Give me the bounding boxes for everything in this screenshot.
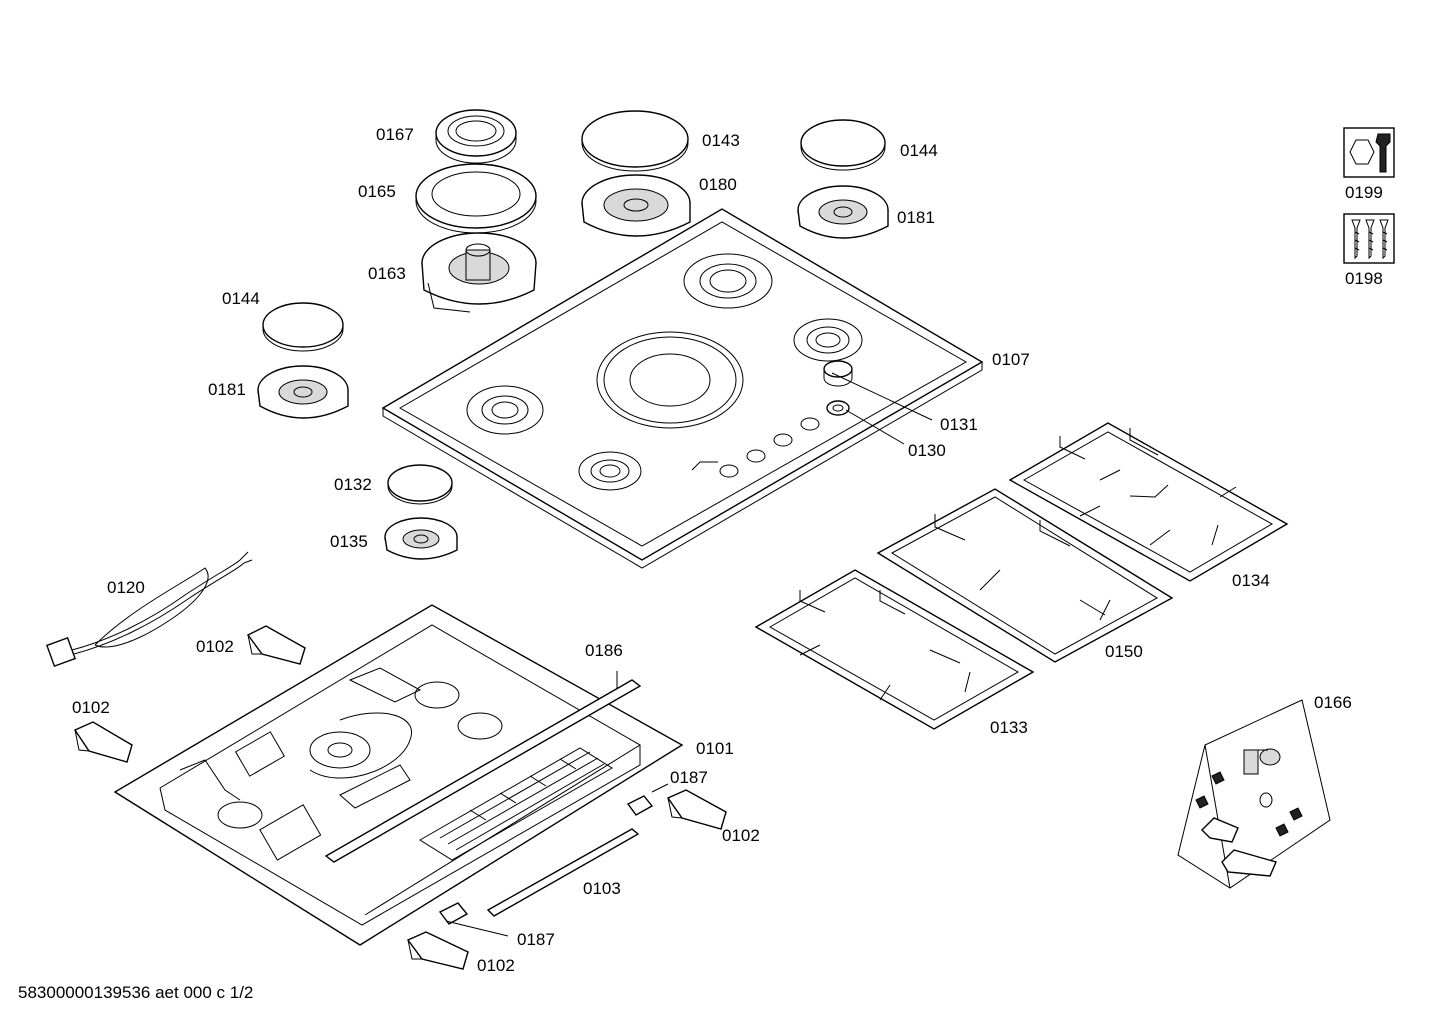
part-labels: 0167 0165 0163 0143 0180 0144 0181 0144 … xyxy=(72,125,1383,975)
burner-well-front xyxy=(578,451,642,491)
label-0167: 0167 xyxy=(376,125,414,144)
label-0131: 0131 xyxy=(940,415,978,434)
burner-ring-0165 xyxy=(415,163,537,234)
label-0133: 0133 xyxy=(990,718,1028,737)
label-0166: 0166 xyxy=(1314,693,1352,712)
nozzle-elbow xyxy=(1243,748,1281,775)
knob-bezel xyxy=(826,400,850,416)
burner-ring-0167 xyxy=(435,109,517,164)
mounting-clip-b xyxy=(73,721,133,763)
power-cable xyxy=(46,551,253,667)
pan-support-0150 xyxy=(876,488,1174,663)
burner-cap-0132 xyxy=(387,464,453,505)
label-0144-top: 0144 xyxy=(900,141,938,160)
label-0132: 0132 xyxy=(334,475,372,494)
burner-base-0163 xyxy=(421,232,537,313)
label-0102-d: 0102 xyxy=(477,956,515,975)
burner-cap-0144-top xyxy=(800,119,886,171)
label-0102-b: 0102 xyxy=(72,698,110,717)
label-0187-a: 0187 xyxy=(670,768,708,787)
label-0198: 0198 xyxy=(1345,269,1383,288)
label-0181-left: 0181 xyxy=(208,380,246,399)
label-0199: 0199 xyxy=(1345,183,1383,202)
burner-cap-0144-left xyxy=(262,302,344,352)
spacer-0187-a xyxy=(626,795,654,816)
perforated-grid xyxy=(439,751,605,851)
label-0165: 0165 xyxy=(358,182,396,201)
burner-head-0181-top xyxy=(797,185,889,239)
pan-support-0134 xyxy=(1008,422,1289,582)
label-0101: 0101 xyxy=(696,739,734,758)
mounting-clip-d xyxy=(406,931,469,970)
conversion-kit-box xyxy=(1177,699,1331,889)
label-0163: 0163 xyxy=(368,264,406,283)
burner-well-left xyxy=(466,385,544,435)
burner-head-0181-left xyxy=(257,365,349,419)
label-0120: 0120 xyxy=(107,578,145,597)
label-0135: 0135 xyxy=(330,532,368,551)
base-tray xyxy=(113,604,684,946)
hob-top-panel xyxy=(381,208,984,569)
mounting-clip-a xyxy=(246,625,306,665)
wrench-nut-icon xyxy=(1343,127,1395,178)
label-0186: 0186 xyxy=(585,641,623,660)
burner-well-rear xyxy=(683,253,773,309)
label-0130: 0130 xyxy=(908,441,946,460)
label-0144-left: 0144 xyxy=(222,289,260,308)
leader-lines xyxy=(445,372,933,937)
label-0107: 0107 xyxy=(992,350,1030,369)
label-0102-a: 0102 xyxy=(196,637,234,656)
label-0103: 0103 xyxy=(583,879,621,898)
spacer-0187-b xyxy=(438,902,469,925)
label-0143: 0143 xyxy=(702,131,740,150)
burner-cap-0143 xyxy=(581,110,689,172)
label-0102-c: 0102 xyxy=(722,826,760,845)
screws-icon xyxy=(1343,213,1395,264)
label-0150: 0150 xyxy=(1105,642,1143,661)
burner-head-0135 xyxy=(384,517,458,560)
burner-head-0180 xyxy=(581,174,691,237)
label-0187-b: 0187 xyxy=(517,930,555,949)
document-footer: 58300000139536 aet 000 c 1/2 xyxy=(18,983,253,1002)
seal-strip-0103 xyxy=(486,828,640,917)
label-0134: 0134 xyxy=(1232,571,1270,590)
burner-well-right xyxy=(793,318,863,362)
label-0181-top: 0181 xyxy=(897,208,935,227)
label-0180: 0180 xyxy=(699,175,737,194)
mounting-clip-c xyxy=(666,789,727,830)
control-knob xyxy=(823,360,853,387)
pan-support-0133 xyxy=(754,569,1035,730)
burner-well-large xyxy=(596,331,744,429)
